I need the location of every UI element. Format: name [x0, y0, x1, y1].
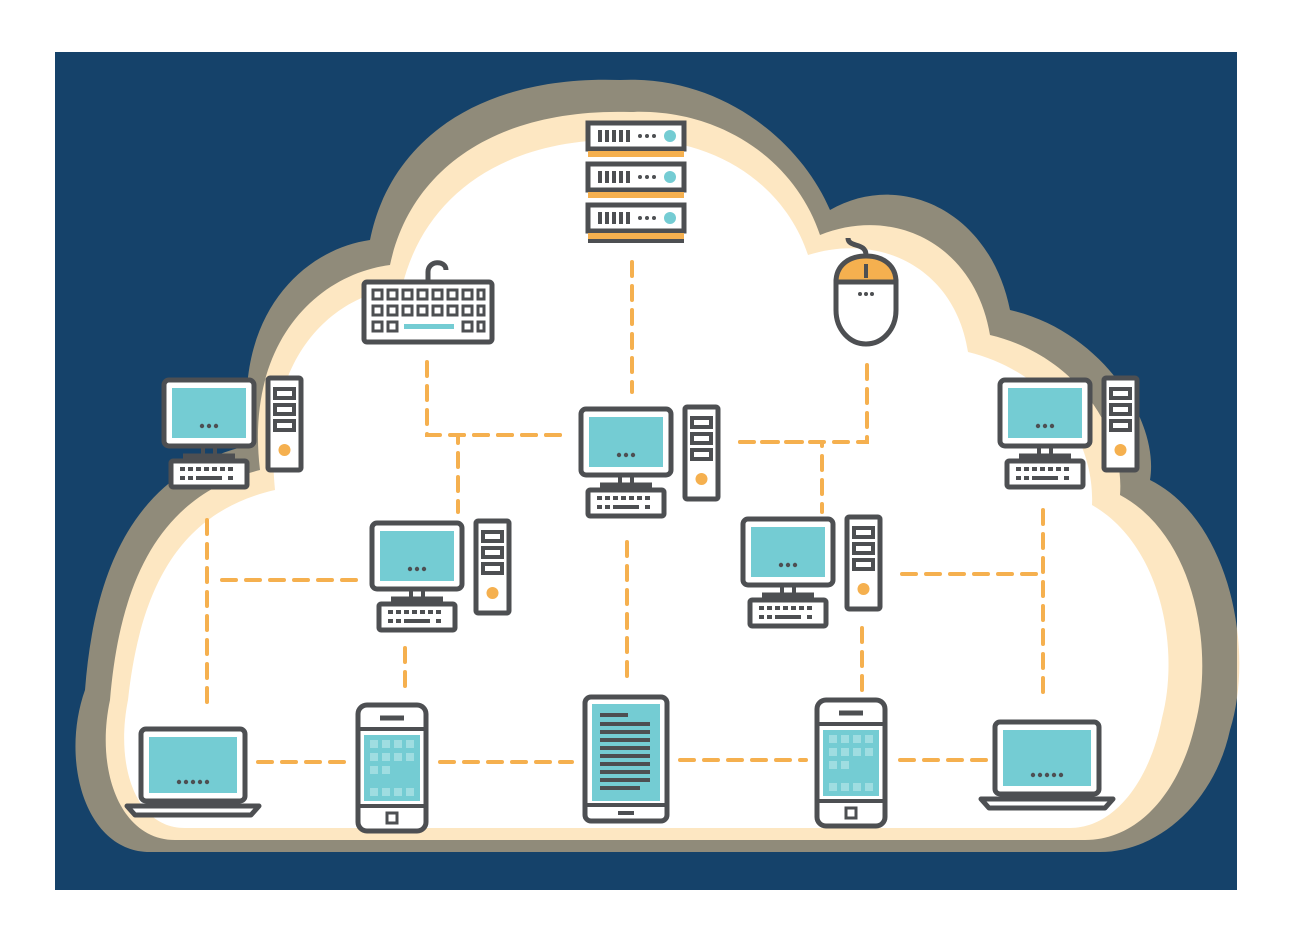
- network-links: [205, 260, 1045, 764]
- smartphone-icon-right: [817, 700, 885, 826]
- link-pc-center-pc-mid-right: [738, 440, 824, 514]
- laptop-icon-right: [981, 722, 1113, 808]
- desktop-pc-icon-right: [1000, 378, 1137, 487]
- laptop-icon-left: [127, 729, 259, 815]
- desktop-pc-icon-mid-left: [372, 521, 509, 630]
- server-rack-icon: [585, 120, 687, 243]
- desktop-pc-icon-center: [581, 407, 718, 516]
- link-keyboard-pc-center: [425, 360, 562, 437]
- link-mouse-pc-center: [738, 363, 869, 444]
- link-pc-center-pc-mid-left: [456, 433, 562, 514]
- keyboard-icon: [361, 260, 495, 345]
- desktop-pc-icon-left: [164, 378, 301, 487]
- desktop-pc-icon-mid-right: [743, 517, 880, 626]
- e-reader-icon: [582, 694, 670, 824]
- smartphone-icon-left: [358, 705, 426, 831]
- mouse-icon: [833, 237, 899, 347]
